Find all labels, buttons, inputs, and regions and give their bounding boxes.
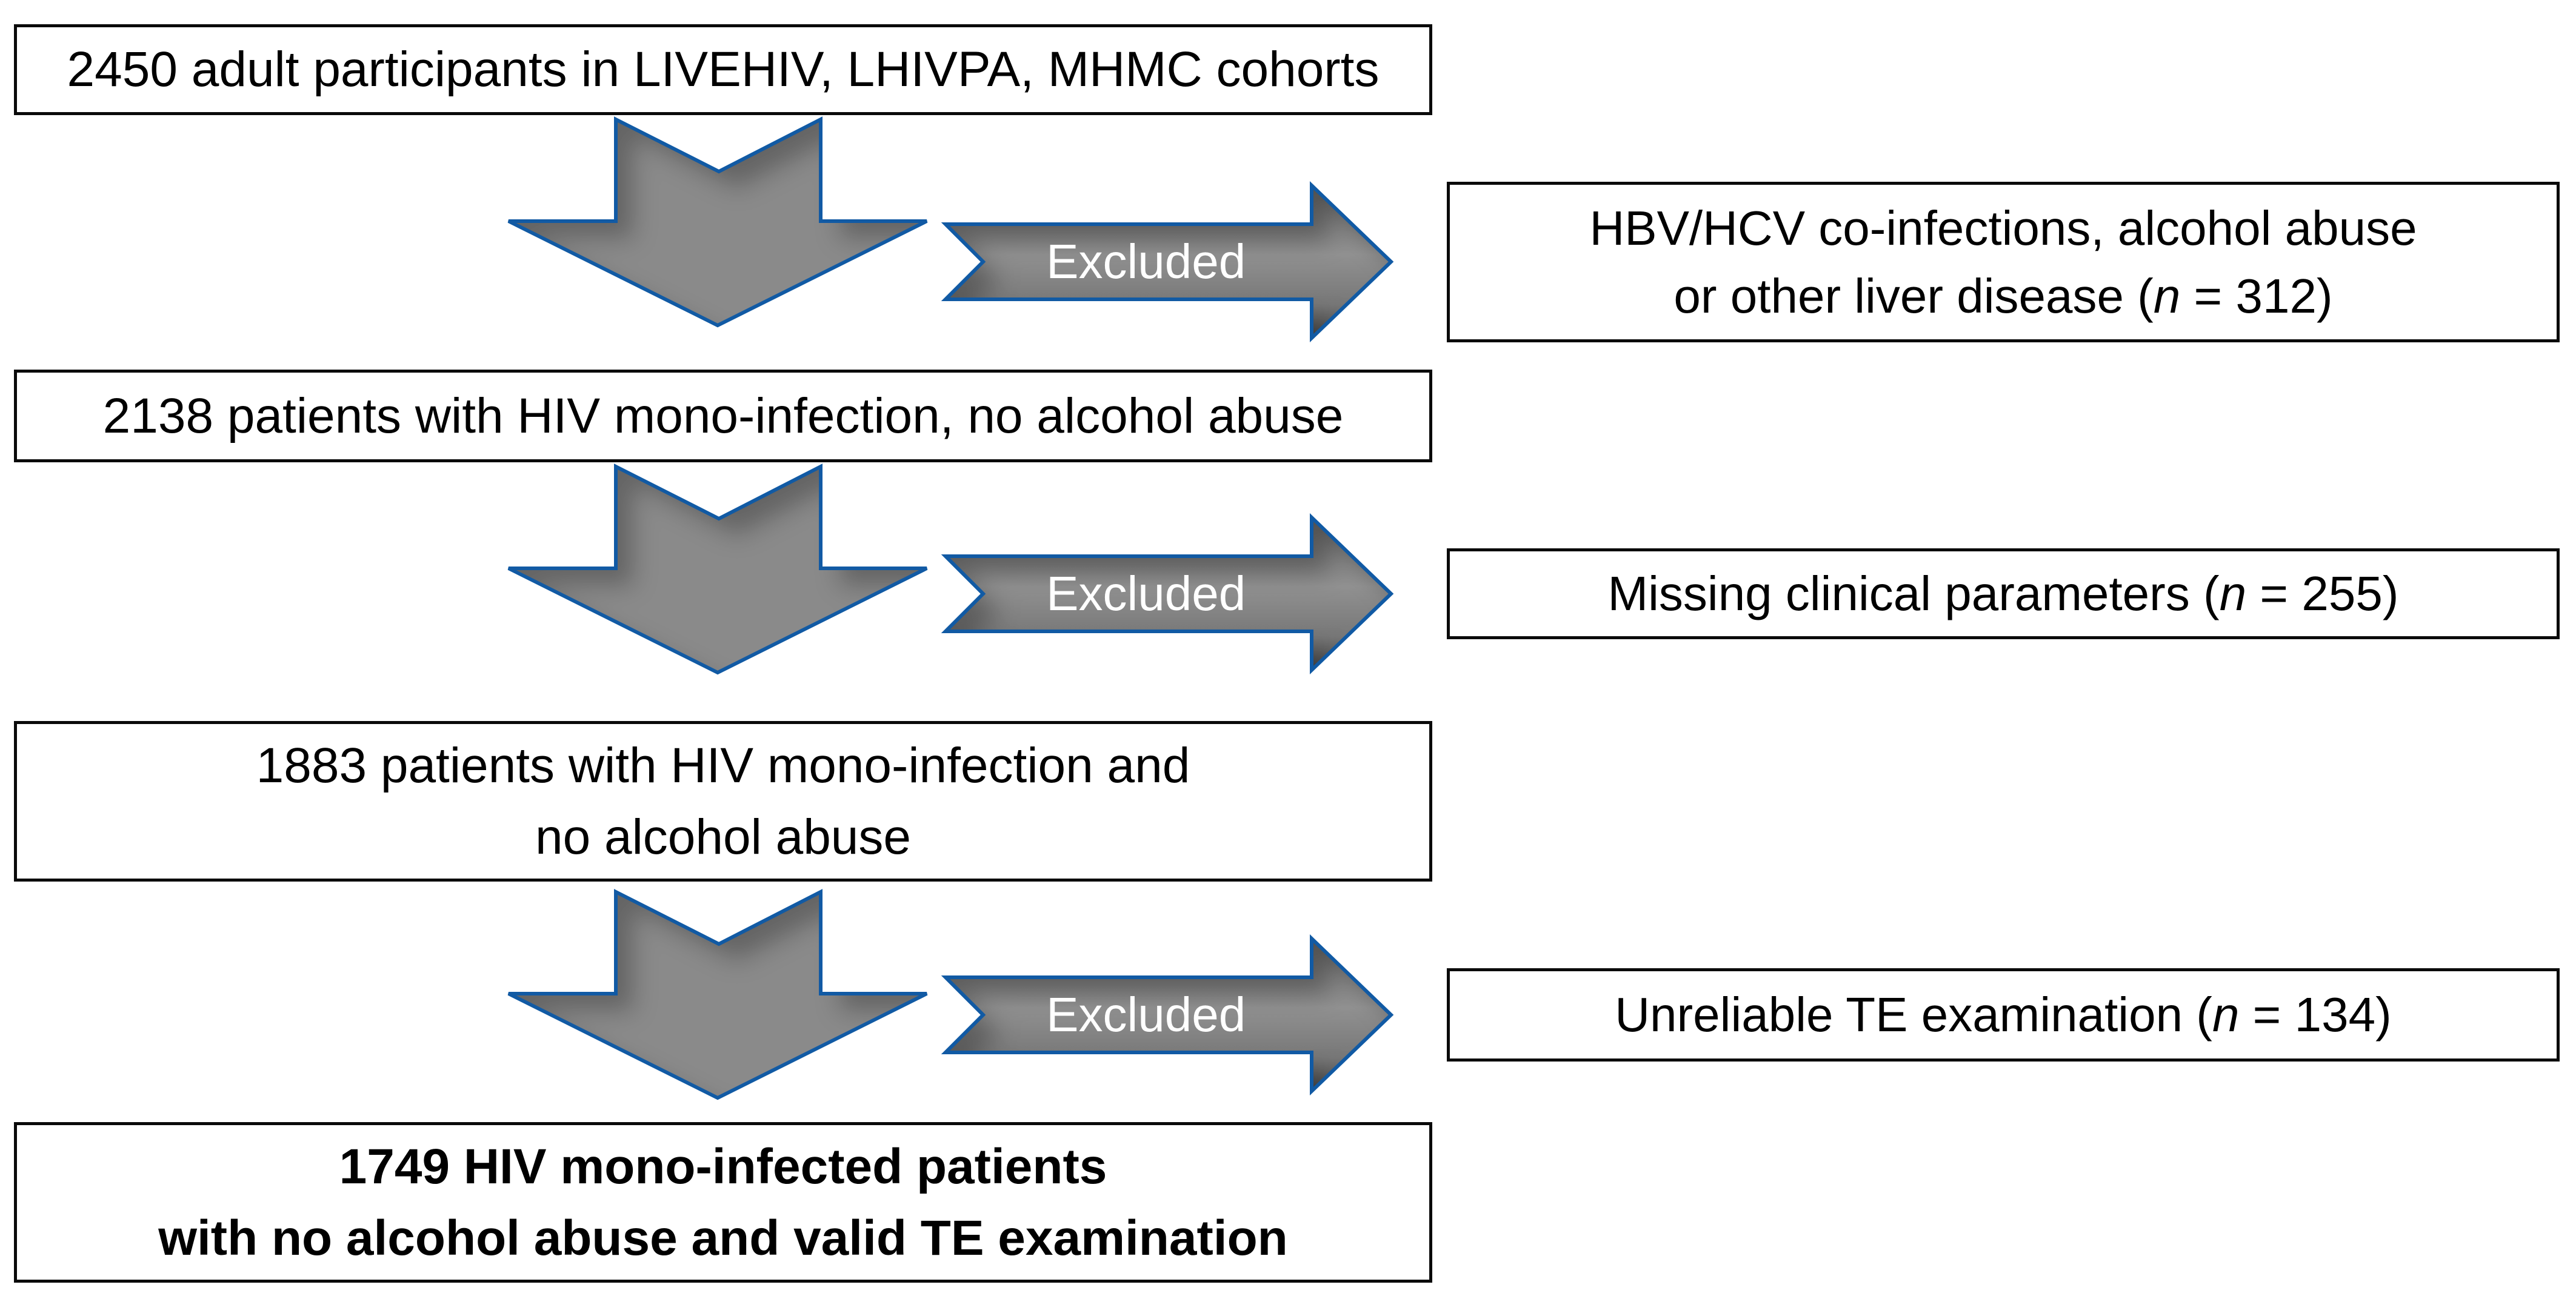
- down-arrow-icon: [507, 116, 928, 328]
- exclusion-text: Missing clinical parameters (n = 255): [1607, 567, 2399, 620]
- excluded-label: Excluded: [1046, 988, 1246, 1042]
- excluded-arrow-3: Excluded: [941, 934, 1394, 1096]
- down-arrow-icon: [507, 889, 928, 1100]
- exclusion-text: Unreliable TE examination (n = 134): [1615, 988, 2392, 1042]
- flow-box-text: 1749 HIV mono-infected patients: [339, 1138, 1107, 1194]
- right-arrow-icon: [941, 513, 1394, 675]
- excluded-arrow-1: Excluded: [941, 181, 1394, 343]
- flow-box-clinical-params: 1883 patients with HIV mono-infection an…: [14, 721, 1432, 882]
- exclusion-text: HBV/HCV co-infections, alcohol abuse: [1589, 201, 2417, 255]
- down-arrow-icon: [507, 464, 928, 675]
- flow-box-text: 1883 patients with HIV mono-infection an…: [256, 737, 1190, 793]
- right-arrow-icon: [941, 934, 1394, 1096]
- excluded-label: Excluded: [1046, 234, 1246, 288]
- flow-box-text: no alcohol abuse: [535, 809, 912, 865]
- right-arrow-icon: [941, 181, 1394, 343]
- exclusion-text: or other liver disease (n = 312): [1673, 268, 2333, 323]
- flow-box-text: 2450 adult participants in LIVEHIV, LHIV…: [67, 42, 1380, 97]
- flow-box-text: with no alcohol abuse and valid TE exami…: [158, 1210, 1288, 1266]
- excluded-label: Excluded: [1046, 567, 1246, 620]
- flow-box-mono-infection: 2138 patients with HIV mono-infection, n…: [14, 370, 1432, 462]
- exclusion-box-3: Unreliable TE examination (n = 134): [1447, 968, 2560, 1062]
- flow-box-cohort: 2450 adult participants in LIVEHIV, LHIV…: [14, 24, 1432, 115]
- flow-box-final: 1749 HIV mono-infected patients with no …: [14, 1122, 1432, 1283]
- exclusion-box-1: HBV/HCV co-infections, alcohol abuse or …: [1447, 182, 2560, 342]
- exclusion-box-2: Missing clinical parameters (n = 255): [1447, 548, 2560, 639]
- excluded-arrow-2: Excluded: [941, 513, 1394, 675]
- flow-box-text: 2138 patients with HIV mono-infection, n…: [102, 388, 1344, 444]
